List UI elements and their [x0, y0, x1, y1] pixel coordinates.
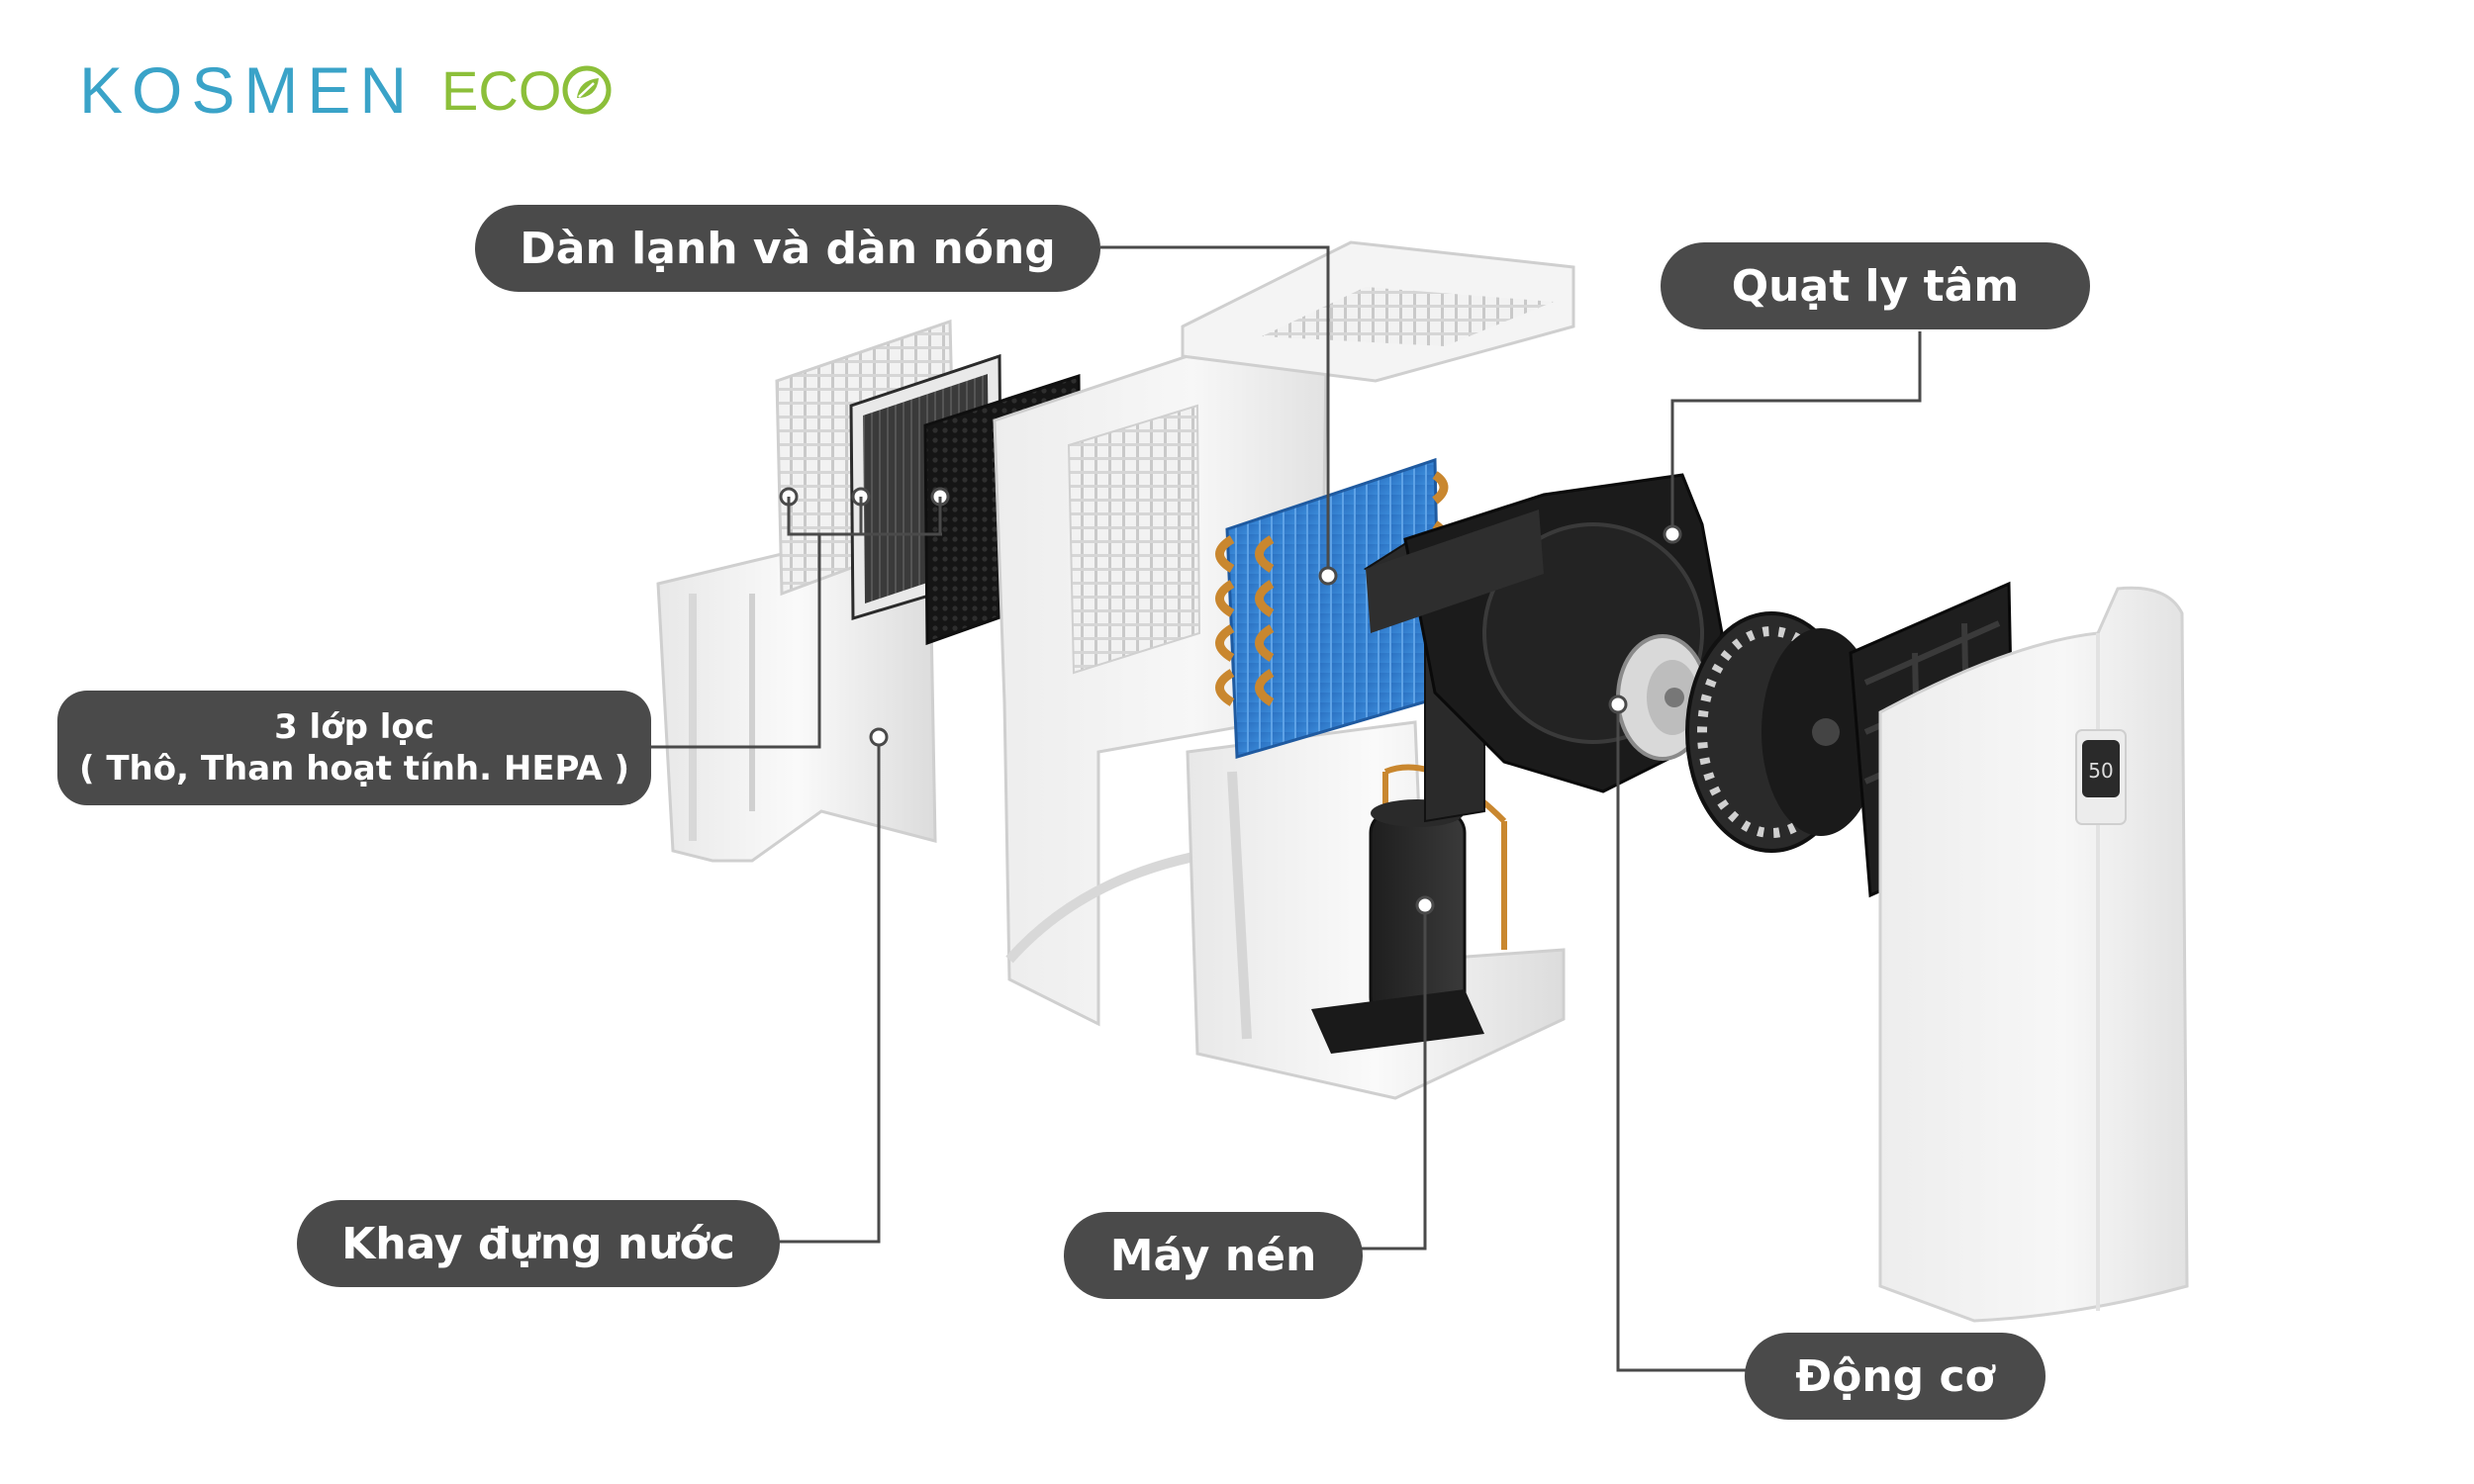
outer-shell: 50 [1878, 586, 2189, 1323]
compressor-unit [1311, 764, 1507, 1054]
callout-khay-label: Khay đựng nước [341, 1218, 735, 1269]
callout-loc-line1: 3 lớp lọc [274, 707, 434, 747]
callout-may-nen-label: Máy nén [1109, 1230, 1317, 1281]
callout-may-nen: Máy nén [1064, 1212, 1363, 1299]
leader-dong-co [1616, 704, 1747, 1372]
leaf-icon [562, 65, 612, 115]
callout-loc-line2: ( Thô, Than hoạt tính. HEPA ) [78, 749, 630, 788]
leader-dot-dong-co [1608, 695, 1628, 714]
callout-quat-label: Quạt ly tâm [1731, 260, 2020, 312]
coil-assembly [1215, 457, 1449, 759]
leader-loc [648, 532, 821, 749]
top-cover [1181, 240, 1575, 383]
panel-display-readout: 50 [2088, 759, 2113, 783]
callout-dong-co-label: Động cơ [1795, 1350, 1995, 1402]
callout-dan-lanh-label: Dàn lạnh và dàn nóng [520, 223, 1056, 274]
leader-dan-lanh [1100, 245, 1330, 576]
callout-dong-co: Động cơ [1745, 1333, 2046, 1420]
callout-dan-lanh: Dàn lạnh và dàn nóng [475, 205, 1100, 292]
motor [1616, 634, 1709, 761]
blower-wheel [1685, 611, 1880, 853]
logo-brand-text: KOSMEN [79, 53, 417, 127]
leader-dot-quat [1663, 524, 1682, 544]
leader-khay [778, 737, 881, 1244]
brand-logo: KOSMEN ECO [79, 53, 613, 127]
callout-quat: Quạt ly tâm [1661, 242, 2090, 329]
callout-loc: 3 lớp lọc ( Thô, Than hoạt tính. HEPA ) [57, 691, 651, 805]
leader-dot-may-nen [1415, 895, 1435, 915]
water-tray [656, 552, 937, 863]
logo-eco-text: ECO [441, 58, 562, 122]
leader-dot-dan-lanh [1318, 566, 1338, 586]
callout-khay: Khay đựng nước [297, 1200, 780, 1287]
leader-may-nen [1361, 905, 1427, 1251]
leader-dot-khay [869, 727, 889, 747]
leader-quat [1670, 331, 1922, 534]
